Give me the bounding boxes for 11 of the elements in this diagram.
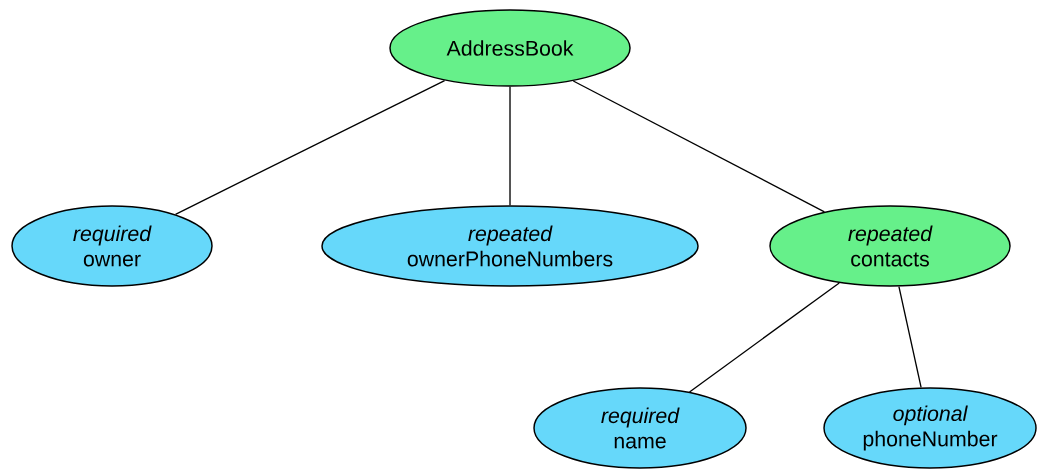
ellipse-node: repeated contacts: [769, 205, 1011, 287]
connector-line: [572, 80, 826, 213]
connector-line: [688, 282, 840, 393]
connector-line: [174, 79, 446, 216]
ellipse-node: optional phoneNumber: [823, 387, 1037, 469]
ellipse-node: required name: [533, 387, 747, 469]
ellipse-node: repeated ownerPhoneNumbers: [321, 205, 699, 287]
ellipse-node: required owner: [11, 205, 213, 287]
ellipse-node: AddressBook: [389, 9, 631, 87]
connector-line: [509, 86, 511, 206]
connector-line: [898, 285, 922, 389]
